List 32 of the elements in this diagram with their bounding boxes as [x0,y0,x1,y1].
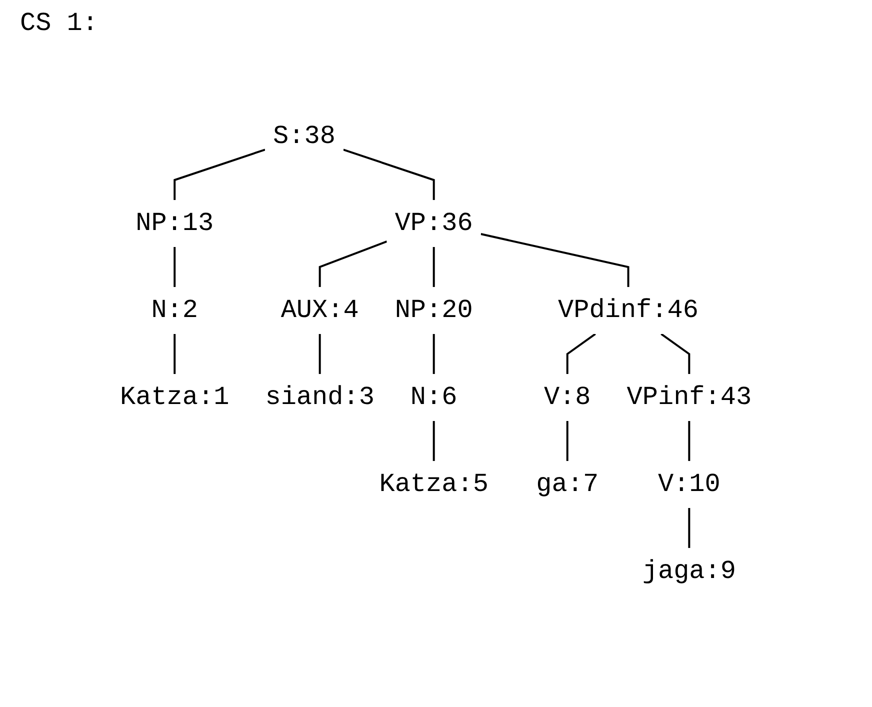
node-text: VPdinf:46 [558,294,699,324]
connector [480,232,630,286]
node-text: N:2 [151,294,198,324]
node-text: jaga:9 [642,555,736,586]
connector [688,507,690,548]
tree-title: CS 1: [20,8,98,38]
node-text: AUX:4 [281,294,360,324]
node-text: ga:7 [536,468,599,498]
node-text: V:10 [658,468,721,498]
connector [688,420,690,460]
connector [174,148,266,200]
node-text: NP:20 [395,294,474,324]
connector [566,420,569,460]
connector [319,334,322,374]
connector [174,246,176,286]
connector [433,420,436,460]
connector [433,246,436,286]
connector [566,332,596,374]
connector [433,334,436,374]
node-text: siand:3 [265,381,375,412]
node-text: NP:13 [136,207,214,238]
node-text: S:38 [273,120,336,150]
node-text: VP:36 [395,207,474,238]
node-text: Katza:5 [379,468,489,498]
connector [319,240,388,286]
node-text: VPinf:43 [626,381,752,412]
node-text: N:6 [410,381,458,412]
connector [660,332,690,374]
node-text: Katza:1 [120,381,230,412]
connector [174,334,176,374]
connector [343,148,436,200]
node-text: V:8 [544,381,591,412]
